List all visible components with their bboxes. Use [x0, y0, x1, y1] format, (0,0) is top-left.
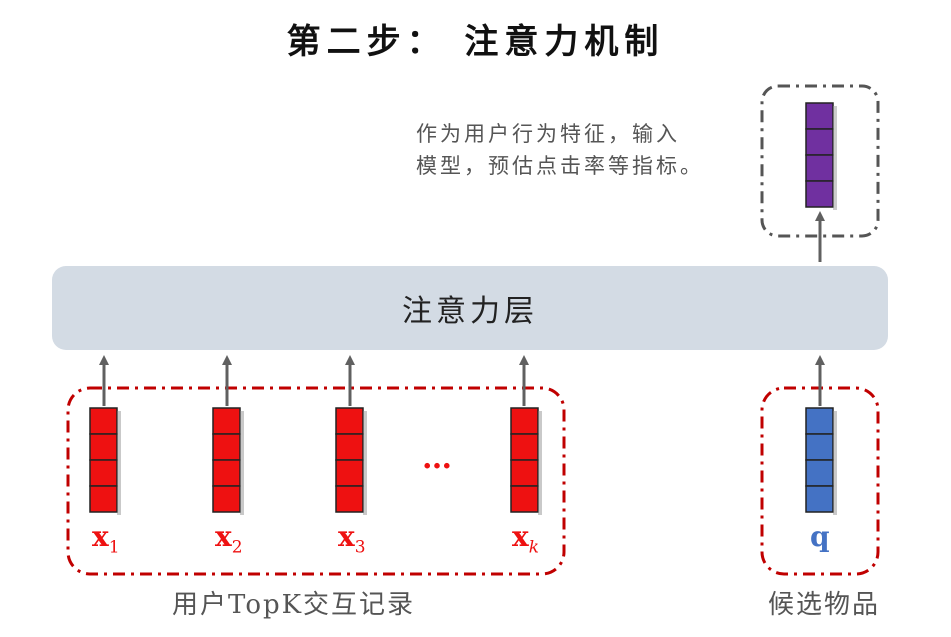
input-arrows: [99, 211, 825, 406]
output-vector-box: [760, 84, 880, 238]
output-note-line-1: 作为用户行为特征，输入: [416, 122, 680, 146]
attention-layer: 注意力层: [52, 266, 888, 350]
candidate-label: 候选物品: [768, 590, 881, 620]
label-x1-name: x: [92, 520, 109, 553]
label-q: q: [810, 520, 830, 553]
vector-x2: [212, 407, 241, 513]
output-vector: [805, 102, 834, 208]
vector-q: [805, 407, 834, 513]
vector-x1: [89, 407, 118, 513]
ellipsis: …: [422, 441, 452, 476]
output-vector-shadow: [833, 106, 837, 210]
vector-shadows: [117, 411, 837, 515]
history-label: 用户TopK交互记录: [172, 590, 416, 620]
label-x1-sub: 1: [108, 537, 120, 558]
label-q-name: q: [810, 520, 830, 553]
label-x1: x1: [92, 520, 120, 558]
label-xk-sub: k: [528, 537, 540, 558]
attention-layer-label: 注意力层: [402, 294, 538, 329]
output-note-line-2: 模型，预估点击率等指标。: [416, 154, 704, 178]
output-note: 作为用户行为特征，输入 模型，预估点击率等指标。: [416, 118, 704, 182]
page-title: 第二步： 注意力机制: [286, 22, 665, 62]
label-xk: xk: [512, 520, 539, 558]
label-x3-name: x: [338, 520, 355, 553]
label-x2-name: x: [215, 520, 232, 553]
vector-x3: [335, 407, 364, 513]
label-xk-name: x: [512, 520, 529, 553]
vector-xk: [510, 407, 539, 513]
history-box: [66, 386, 566, 576]
label-x3-sub: 3: [354, 537, 366, 558]
label-x2: x2: [215, 520, 243, 558]
label-x2-sub: 2: [231, 537, 243, 558]
label-x3: x3: [338, 520, 366, 558]
